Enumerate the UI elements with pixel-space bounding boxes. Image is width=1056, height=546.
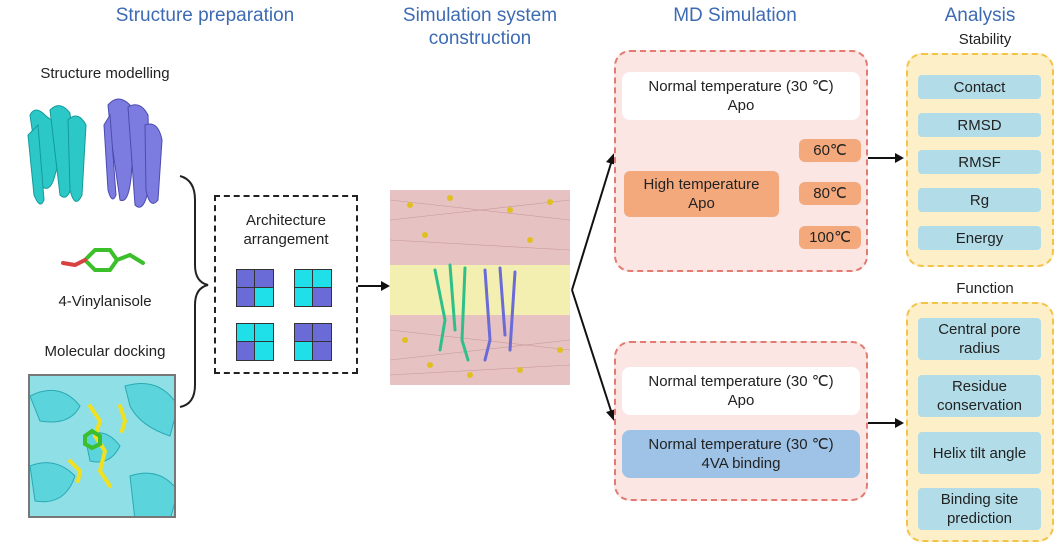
header-simulation-system: Simulation system construction <box>402 5 558 49</box>
temp-60-box: 60℃ <box>799 139 861 162</box>
stability-rmsf: RMSF <box>918 150 1041 174</box>
function-title: Function <box>956 280 1014 297</box>
stability-rmsd: RMSD <box>918 113 1041 137</box>
molecular-docking-label: Molecular docking <box>44 343 166 360</box>
high-temp-apo-box: High temperature Apo <box>624 171 779 217</box>
normal-temp-apo-box-top: Normal temperature (30 ℃) Apo <box>622 72 860 120</box>
header-analysis: Analysis <box>944 5 1016 26</box>
normal-temp-apo-box-bottom: Normal temperature (30 ℃) Apo <box>622 367 860 415</box>
architecture-label: Architecture arrangement <box>243 212 329 248</box>
arrangement-grid-4 <box>294 323 332 361</box>
ligand-structure-image <box>55 235 155 280</box>
function-helix-tilt-angle: Helix tilt angle <box>918 432 1041 474</box>
arrangement-grid-2 <box>294 269 332 307</box>
arrangement-grid-3 <box>236 323 274 361</box>
temp-100-box: 100℃ <box>799 226 861 249</box>
stability-contact: Contact <box>918 75 1041 99</box>
header-md-simulation: MD Simulation <box>673 5 797 26</box>
temp-80-box: 80℃ <box>799 182 861 205</box>
structure-modelling-label: Structure modelling <box>40 65 170 82</box>
stability-energy: Energy <box>918 226 1041 250</box>
function-central-pore-radius: Central pore radius <box>918 318 1041 360</box>
header-structure-preparation: Structure preparation <box>115 5 295 26</box>
arrangement-grid-1 <box>236 269 274 307</box>
binding-box: Normal temperature (30 ℃) 4VA binding <box>622 430 860 478</box>
function-residue-conservation: Residue conservation <box>918 375 1041 417</box>
stability-rg: Rg <box>918 188 1041 212</box>
architecture-box: Architecture arrangement <box>214 195 358 374</box>
docking-image <box>28 374 176 518</box>
protein-structure-images <box>20 85 180 220</box>
function-binding-site-prediction: Binding site prediction <box>918 488 1041 530</box>
stability-title: Stability <box>958 31 1012 48</box>
membrane-system-image <box>390 190 570 385</box>
ligand-label: 4-Vinylanisole <box>58 293 152 310</box>
